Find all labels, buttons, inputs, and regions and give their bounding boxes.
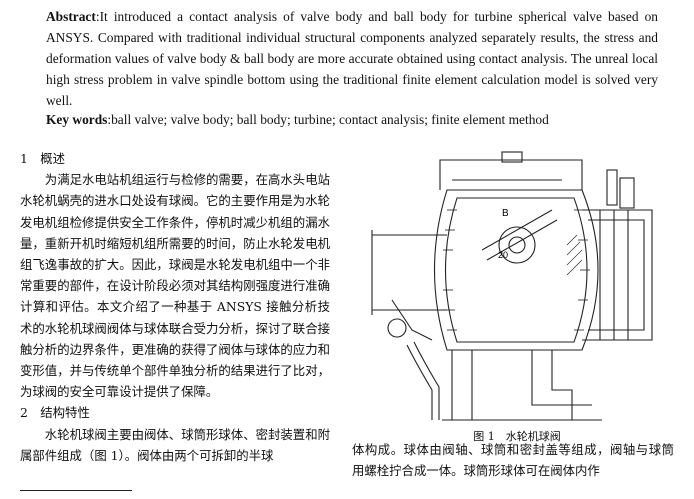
section-1-heading: 1 概述 xyxy=(20,151,66,166)
figure-label-b: B xyxy=(502,208,509,219)
right-column: 体构成。球体由阀轴、球筒和密封盖等组成，阀轴与球筒用螺栓拧合成一体。球筒形球体可… xyxy=(352,439,674,481)
figure-1-drawing: B 20 xyxy=(352,150,682,425)
section-2-heading: 2 结构特性 xyxy=(20,405,90,421)
abstract-text: :It introduced a contact analysis of val… xyxy=(46,9,658,108)
abstract: Abstract:It introduced a contact analysi… xyxy=(46,6,658,111)
ball-valve-drawing: B 20 xyxy=(371,151,653,421)
keywords-text: :ball valve; valve body; ball body; turb… xyxy=(107,112,549,127)
right-column-paragraph: 体构成。球体由阀轴、球筒和密封盖等组成，阀轴与球筒用螺栓拧合成一体。球筒形球体可… xyxy=(352,442,674,479)
figure-label-20: 20 xyxy=(498,250,508,260)
section-2-paragraph: 水轮机球阀主要由阀体、球筒形球体、密封装置和附属部件组成（图 1）。阀体由两个可… xyxy=(20,426,330,463)
section-1-paragraph: 为满足水电站机组运行与检修的需要，在高水头电站水轮机蜗壳的进水口处设有球阀。它的… xyxy=(20,172,330,400)
figure-1-caption: 图 1 水轮机球阀 xyxy=(473,430,561,443)
abstract-label: Abstract xyxy=(46,9,96,24)
keywords: Key words:ball valve; valve body; ball b… xyxy=(46,109,658,130)
footnote-rule xyxy=(20,490,132,491)
keywords-label: Key words xyxy=(46,112,108,127)
left-column: 1 概述 为满足水电站机组运行与检修的需要，在高水头电站水轮机蜗壳的进水口处设有… xyxy=(20,148,330,466)
